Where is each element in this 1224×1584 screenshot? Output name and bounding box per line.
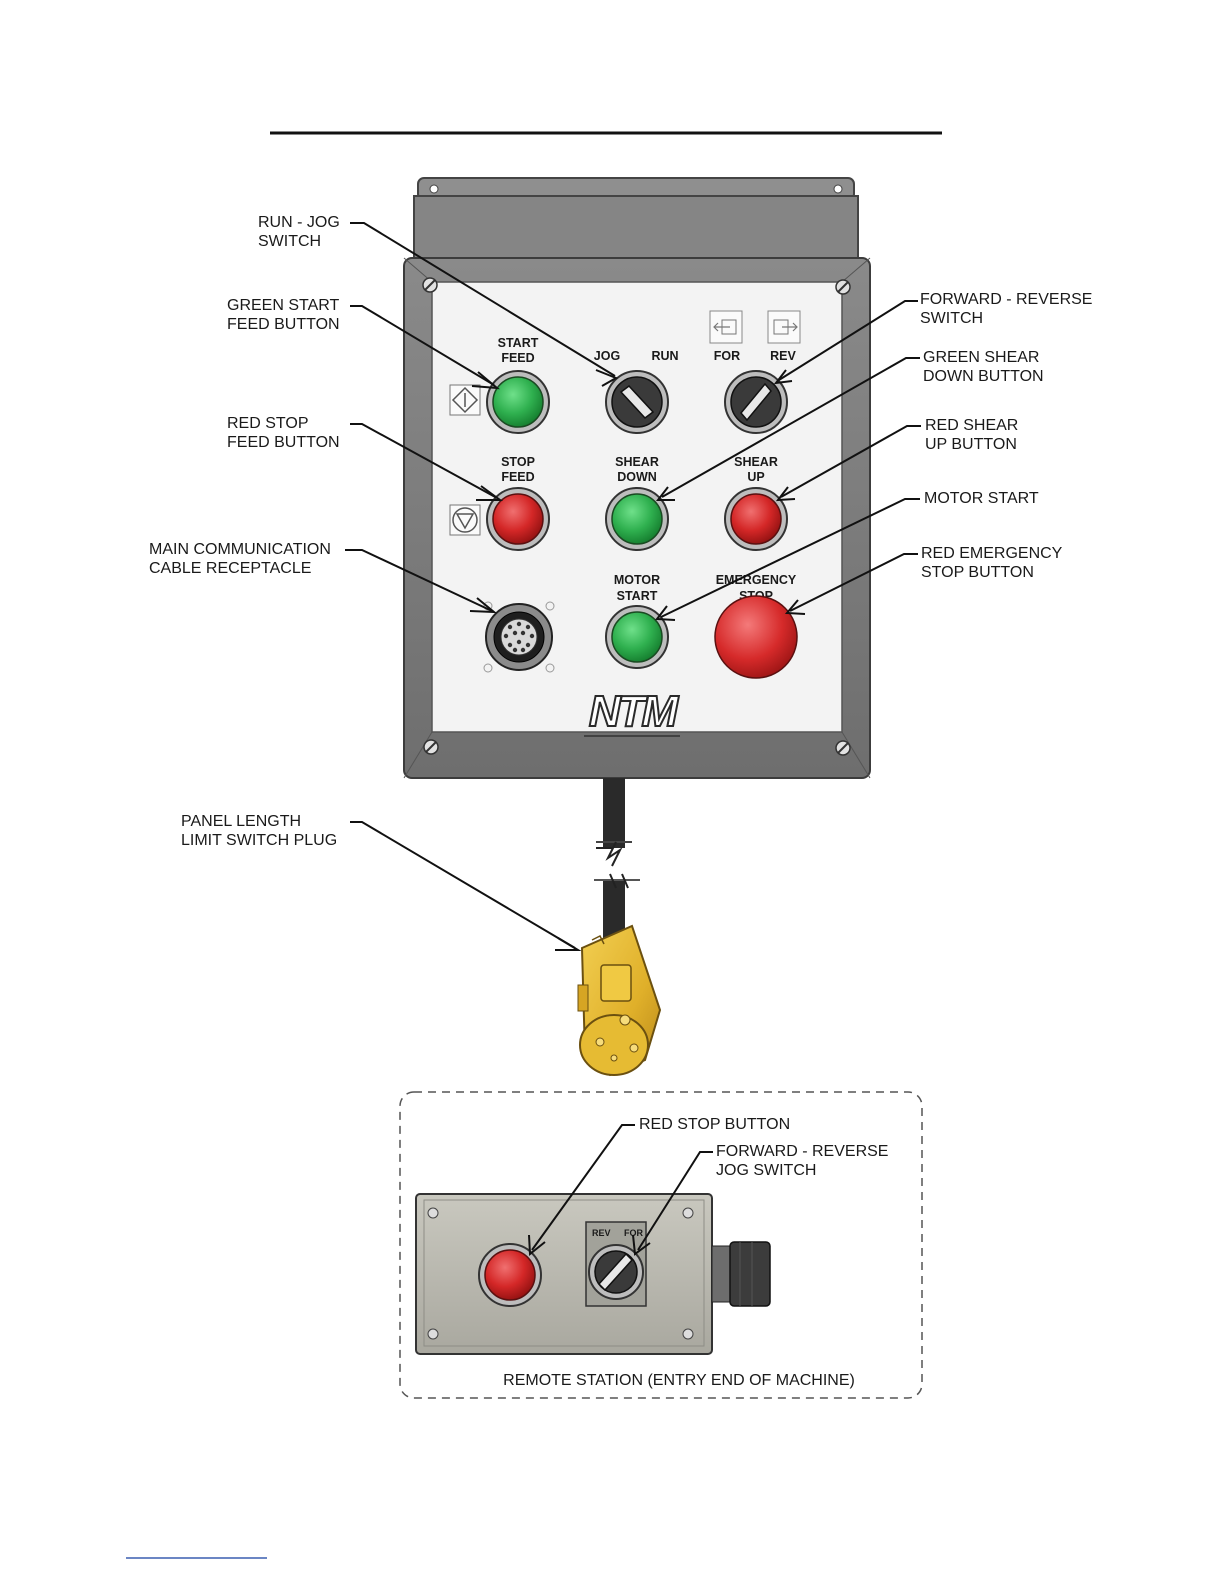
svg-text:UP BUTTON: UP BUTTON bbox=[925, 436, 1017, 453]
forward-reverse-switch[interactable] bbox=[724, 370, 788, 434]
communication-cable-receptacle[interactable] bbox=[483, 601, 555, 673]
label-stop-feed-2: FEED bbox=[501, 470, 534, 484]
svg-text:FORWARD - REVERSE: FORWARD - REVERSE bbox=[716, 1143, 888, 1160]
label-motor-start-1: MOTOR bbox=[614, 573, 660, 587]
svg-text:SWITCH: SWITCH bbox=[258, 233, 321, 250]
svg-text:FEED BUTTON: FEED BUTTON bbox=[227, 316, 340, 333]
svg-text:LIMIT SWITCH PLUG: LIMIT SWITCH PLUG bbox=[181, 832, 337, 849]
svg-text:STOP BUTTON: STOP BUTTON bbox=[921, 564, 1034, 581]
panel-screw bbox=[835, 279, 851, 295]
callout-forward-reverse-jog: FORWARD - REVERSE JOG SWITCH bbox=[716, 1143, 888, 1179]
emergency-stop-button[interactable] bbox=[714, 595, 798, 679]
forward-arrow-icon bbox=[709, 310, 743, 344]
svg-text:MAIN COMMUNICATION: MAIN COMMUNICATION bbox=[149, 541, 331, 558]
stop-feed-button[interactable] bbox=[486, 487, 550, 551]
remote-forward-reverse-jog-switch[interactable] bbox=[588, 1244, 644, 1300]
label-shear-down-2: DOWN bbox=[617, 470, 657, 484]
svg-text:FORWARD - REVERSE: FORWARD - REVERSE bbox=[920, 291, 1092, 308]
label-shear-up-2: UP bbox=[747, 470, 764, 484]
svg-text:PANEL LENGTH: PANEL LENGTH bbox=[181, 813, 301, 830]
start-symbol-icon bbox=[449, 384, 481, 416]
reverse-arrow-icon bbox=[767, 310, 801, 344]
callout-panel-length-plug: PANEL LENGTH LIMIT SWITCH PLUG bbox=[181, 813, 337, 849]
callout-run-jog-switch: RUN - JOG SWITCH bbox=[258, 214, 340, 250]
label-shear-up-1: SHEAR bbox=[734, 455, 778, 469]
callout-motor-start: MOTOR START bbox=[924, 490, 1039, 507]
remote-label-for: FOR bbox=[624, 1228, 643, 1238]
svg-text:SWITCH: SWITCH bbox=[920, 310, 983, 327]
callout-red-stop-button: RED STOP BUTTON bbox=[639, 1116, 790, 1133]
label-start-feed-1: START bbox=[498, 336, 539, 350]
callout-red-shear-up: RED SHEAR UP BUTTON bbox=[925, 417, 1018, 453]
label-emergency-stop-1: EMERGENCY bbox=[716, 573, 797, 587]
callout-red-stop-feed: RED STOP FEED BUTTON bbox=[227, 415, 340, 451]
svg-text:RED STOP BUTTON: RED STOP BUTTON bbox=[639, 1116, 790, 1133]
label-motor-start-2: START bbox=[617, 589, 658, 603]
svg-text:FEED BUTTON: FEED BUTTON bbox=[227, 434, 340, 451]
leader-lines bbox=[345, 222, 921, 1256]
svg-text:RED EMERGENCY: RED EMERGENCY bbox=[921, 545, 1063, 562]
panel-screw bbox=[835, 740, 851, 756]
svg-text:DOWN BUTTON: DOWN BUTTON bbox=[923, 368, 1044, 385]
label-stop-feed-1: STOP bbox=[501, 455, 535, 469]
svg-text:RED STOP: RED STOP bbox=[227, 415, 309, 432]
panel-screw bbox=[422, 277, 438, 293]
callout-main-communication: MAIN COMMUNICATION CABLE RECEPTACLE bbox=[149, 541, 331, 577]
svg-text:MOTOR START: MOTOR START bbox=[924, 490, 1039, 507]
label-run: RUN bbox=[651, 349, 678, 363]
label-start-feed-2: FEED bbox=[501, 351, 534, 365]
motor-start-button[interactable] bbox=[605, 605, 669, 669]
callout-red-emergency-stop: RED EMERGENCY STOP BUTTON bbox=[921, 545, 1063, 581]
start-feed-button[interactable] bbox=[486, 370, 550, 434]
callout-forward-reverse-switch: FORWARD - REVERSE SWITCH bbox=[920, 291, 1092, 327]
svg-text:CABLE RECEPTACLE: CABLE RECEPTACLE bbox=[149, 560, 311, 577]
svg-text:GREEN SHEAR: GREEN SHEAR bbox=[923, 349, 1039, 366]
panel-length-limit-plug[interactable] bbox=[577, 924, 662, 1077]
callout-green-start-feed: GREEN START FEED BUTTON bbox=[227, 297, 340, 333]
svg-text:RUN - JOG: RUN - JOG bbox=[258, 214, 340, 231]
label-jog: JOG bbox=[594, 349, 620, 363]
remote-station-caption: REMOTE STATION (ENTRY END OF MACHINE) bbox=[503, 1372, 855, 1389]
panel-screw bbox=[423, 739, 439, 755]
shear-down-button[interactable] bbox=[605, 487, 669, 551]
shear-up-button[interactable] bbox=[724, 487, 788, 551]
remote-station-frame bbox=[399, 1091, 923, 1399]
label-shear-down-1: SHEAR bbox=[615, 455, 659, 469]
remote-stop-button[interactable] bbox=[478, 1243, 542, 1307]
run-jog-switch[interactable] bbox=[605, 370, 669, 434]
stop-symbol-icon bbox=[449, 504, 481, 536]
svg-text:NTM: NTM bbox=[589, 687, 680, 736]
svg-text:GREEN START: GREEN START bbox=[227, 297, 340, 314]
svg-text:JOG SWITCH: JOG SWITCH bbox=[716, 1162, 816, 1179]
remote-label-rev: REV bbox=[592, 1228, 611, 1238]
callout-green-shear-down: GREEN SHEAR DOWN BUTTON bbox=[923, 349, 1044, 385]
svg-text:RED SHEAR: RED SHEAR bbox=[925, 417, 1018, 434]
ntm-logo: NTM bbox=[584, 686, 683, 737]
label-rev: REV bbox=[770, 349, 796, 363]
label-for: FOR bbox=[714, 349, 740, 363]
